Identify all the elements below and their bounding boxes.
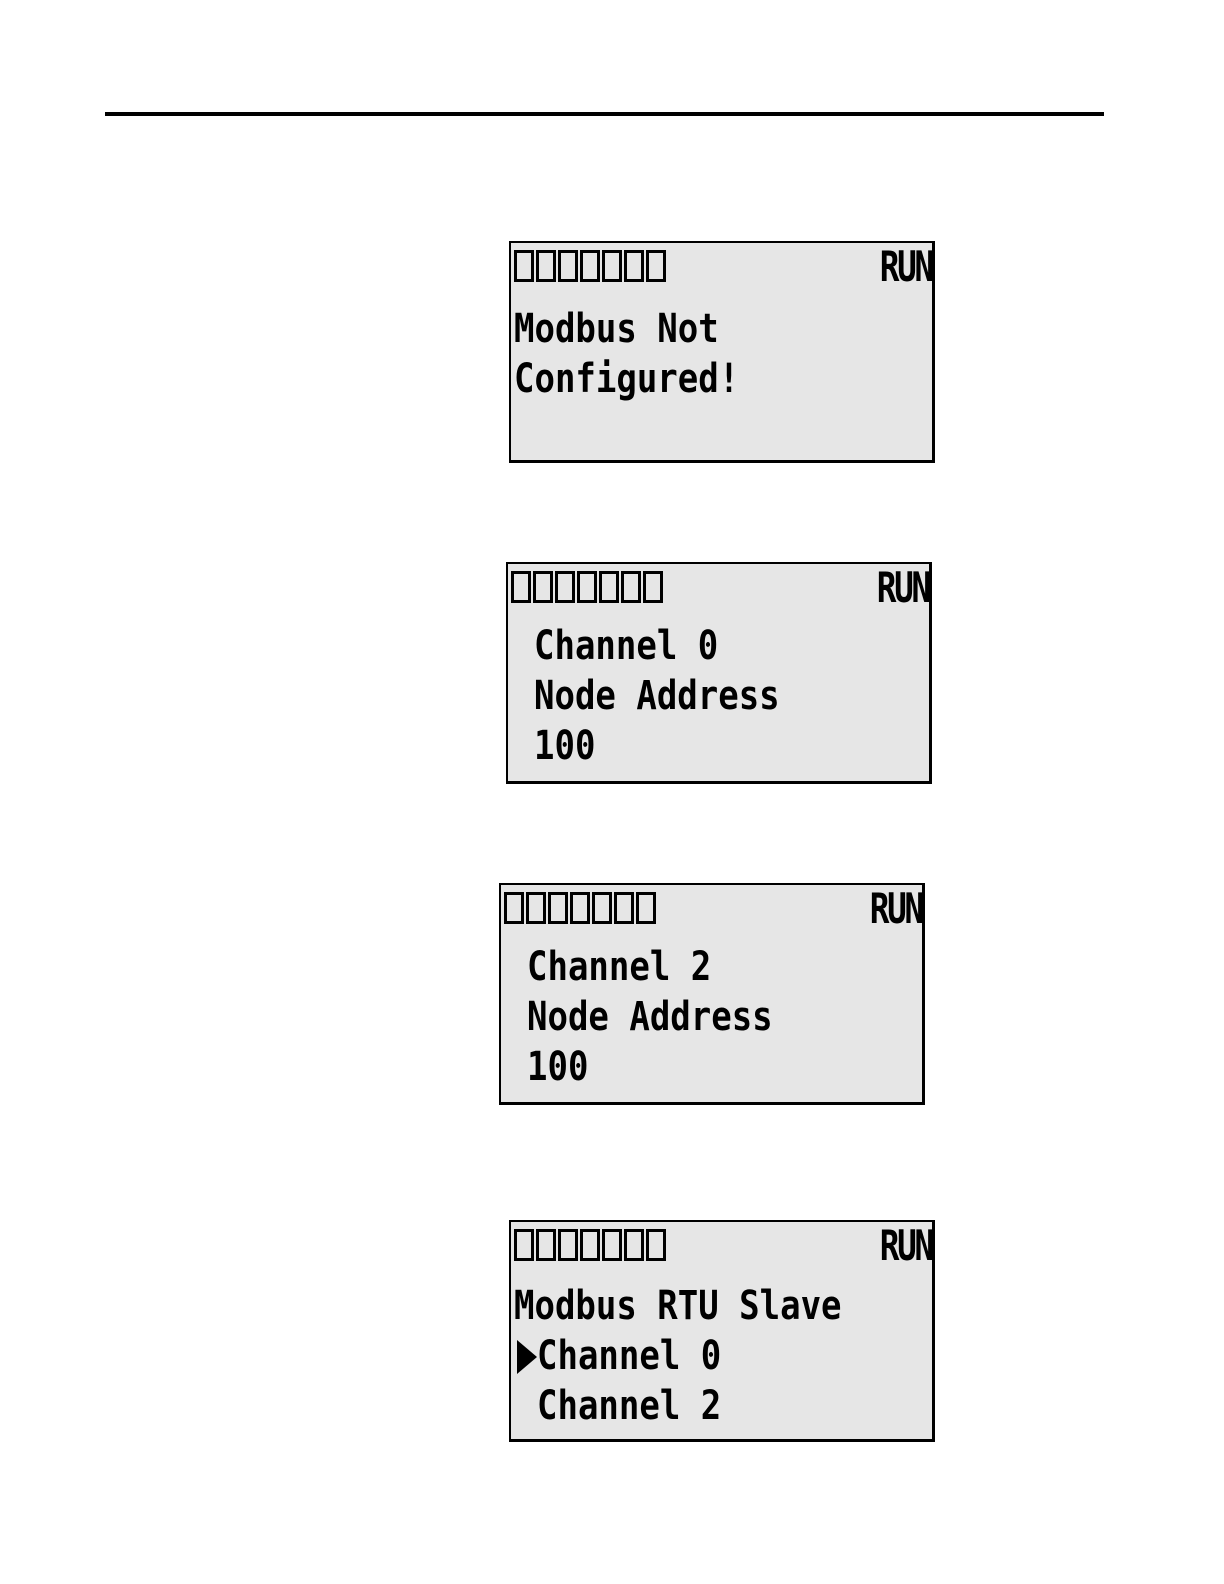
io-indicator (514, 250, 534, 282)
io-indicator (636, 892, 656, 924)
io-indicator (555, 571, 575, 603)
io-status-indicators (514, 250, 666, 282)
io-indicator (536, 1229, 556, 1261)
header-rule (105, 112, 1104, 116)
io-indicator (614, 892, 634, 924)
io-indicator (602, 250, 622, 282)
io-indicator (514, 1229, 534, 1261)
run-mode-indicator: RUN (877, 565, 929, 611)
lcd-line-3: 100 (527, 1043, 588, 1091)
io-indicator (511, 571, 531, 603)
io-indicator (646, 250, 666, 282)
io-indicator (504, 892, 524, 924)
menu-title: Modbus RTU Slave (514, 1282, 842, 1330)
run-mode-indicator: RUN (880, 244, 932, 290)
io-indicator (646, 1229, 666, 1261)
lcd-screen-channel-0-node-address: RUN Channel 0 Node Address 100 (506, 562, 932, 784)
lcd-line-2: Node Address (534, 672, 780, 720)
io-indicator (526, 892, 546, 924)
io-indicator (533, 571, 553, 603)
menu-cursor-arrow-icon (517, 1340, 537, 1374)
io-indicator (580, 1229, 600, 1261)
io-indicator (602, 1229, 622, 1261)
io-indicator (592, 892, 612, 924)
io-indicator (536, 250, 556, 282)
run-mode-indicator: RUN (880, 1223, 932, 1269)
run-mode-indicator: RUN (870, 886, 922, 932)
io-indicator (643, 571, 663, 603)
io-status-indicators (511, 571, 663, 603)
io-indicator (580, 250, 600, 282)
menu-item-channel-2[interactable]: Channel 2 (537, 1382, 721, 1430)
menu-item-channel-0[interactable]: Channel 0 (537, 1332, 721, 1380)
lcd-screen-modbus-rtu-slave-menu: RUN Modbus RTU Slave Channel 0 Channel 2 (509, 1220, 935, 1442)
lcd-line-2: Node Address (527, 993, 773, 1041)
io-indicator (621, 571, 641, 603)
lcd-line-3: 100 (534, 722, 595, 770)
io-indicator (577, 571, 597, 603)
io-status-indicators (514, 1229, 666, 1261)
lcd-line-1: Modbus Not (514, 305, 719, 353)
io-indicator (558, 1229, 578, 1261)
lcd-screen-modbus-not-configured: RUN Modbus Not Configured! (509, 241, 935, 463)
lcd-line-2: Configured! (514, 355, 739, 403)
lcd-line-1: Channel 0 (534, 622, 718, 670)
io-indicator (570, 892, 590, 924)
lcd-line-1: Channel 2 (527, 943, 711, 991)
io-indicator (624, 250, 644, 282)
lcd-screen-channel-2-node-address: RUN Channel 2 Node Address 100 (499, 883, 925, 1105)
io-indicator (548, 892, 568, 924)
io-indicator (558, 250, 578, 282)
io-indicator (599, 571, 619, 603)
io-indicator (624, 1229, 644, 1261)
io-status-indicators (504, 892, 656, 924)
